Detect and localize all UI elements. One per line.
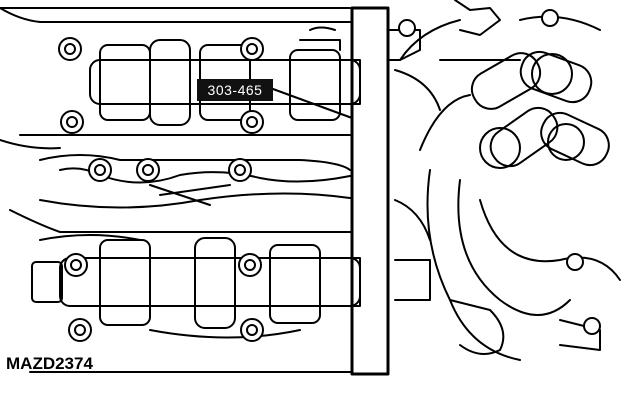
upper-camshaft (89, 26, 361, 126)
upper-camshaft-bolts (58, 37, 264, 134)
middle-bolts (88, 158, 252, 182)
lower-camshaft (31, 234, 361, 339)
timing-plate-tool (350, 6, 390, 376)
harness-connector (454, 0, 601, 36)
ignition-coil-pack (470, 50, 610, 169)
tool-number-label: 303-465 (197, 79, 273, 101)
label-leader-line (272, 88, 353, 119)
frame-edge (389, 29, 441, 241)
lower-right-bracket (394, 259, 601, 355)
right-side-bolts (398, 9, 601, 335)
figure-code: MAZD2374 (6, 354, 93, 373)
middle-head-outline (39, 154, 351, 209)
lower-cylinder-head-outline (9, 209, 351, 373)
upper-cylinder-head-outline (0, 7, 351, 150)
lower-camshaft-bolts (64, 253, 264, 342)
